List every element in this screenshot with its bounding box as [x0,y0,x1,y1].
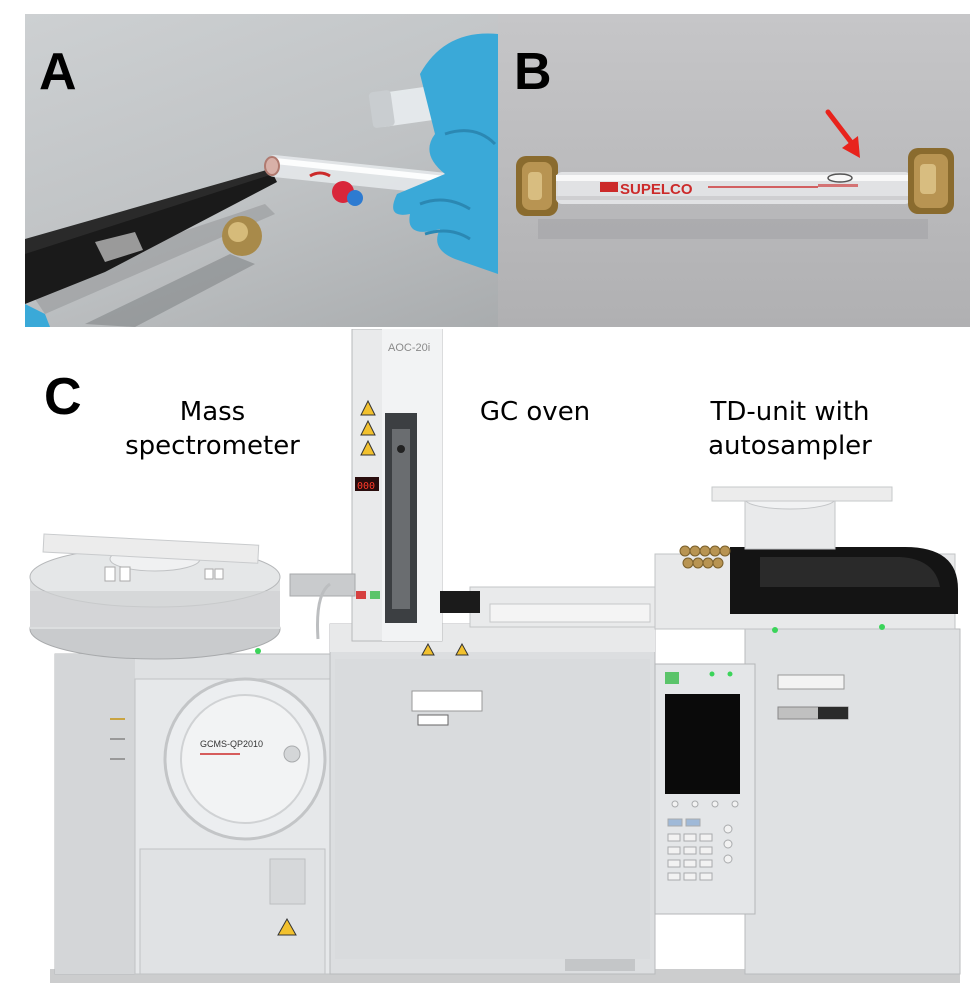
tower-label: AOC-20i [388,342,430,354]
right-brass-cap [908,148,954,214]
panel-letter-c: C [44,368,82,426]
power-button[interactable] [665,672,679,684]
injector-tower: AOC-20i 000 [289,329,443,642]
left-brass-cap [516,156,558,216]
gc-control-panel [654,663,756,915]
led-display [355,477,379,491]
warning-icon [360,399,376,416]
td-unit-with-autosampler [654,486,961,975]
panel-a-illustration [25,33,498,327]
sorbent-tube: SUPELCO [556,172,911,204]
panel-b-illustration: SUPELCO [516,109,954,239]
brass-cap [85,216,262,327]
led-readout: 000 [357,481,375,492]
label-gc-oven: GC oven [479,397,591,427]
blue-glove [393,33,498,274]
panel-letter-b: B [514,43,552,101]
biohazard-warning-icon [277,917,297,936]
gcms-instrument-illustration: GCMS-QP2010 [29,329,961,983]
red-arrow-icon [825,109,860,158]
oven-label-sticker [411,690,483,712]
panel-c-photo: GCMS-QP2010 [0,329,970,986]
gc-oven-unit [329,586,671,975]
gcms-model-label: GCMS-QP2010 [200,739,263,749]
label-td-unit: TD-unit with autosampler [708,397,872,461]
tweezers [25,169,277,304]
gc-screen [665,694,740,794]
tube-rack [679,545,731,569]
panel-letter-a: A [39,43,77,101]
liquid-autosampler-carousel [29,533,281,660]
label-mass-spectrometer: Mass spectrometer [125,397,300,461]
supelco-label: SUPELCO [620,181,693,198]
mass-spectrometer-unit: GCMS-QP2010 [54,653,331,975]
panel-a-photo: A [25,14,498,327]
panel-b-photo: SUPELCO B [498,14,970,327]
